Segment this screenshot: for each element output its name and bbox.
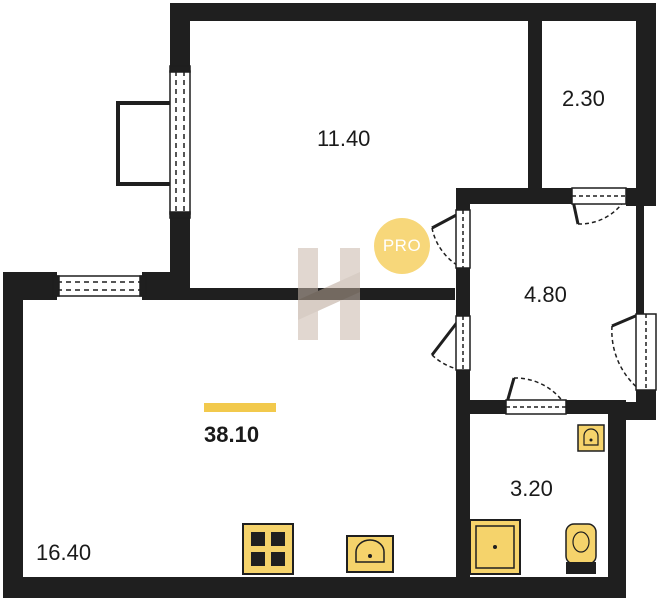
kitchen-sink-icon <box>346 535 394 573</box>
storage-area: 2.30 <box>562 86 605 111</box>
windows <box>52 65 191 297</box>
stove-icon <box>242 523 294 575</box>
shower-tray-icon <box>469 519 521 575</box>
balcony-outline <box>116 101 170 186</box>
bathroom-area: 3.20 <box>510 476 553 501</box>
pro-badge-label: PRO <box>382 236 422 255</box>
toilet-icon <box>565 523 597 574</box>
total-accent-bar <box>204 403 276 412</box>
total-area: 38.10 <box>204 422 260 447</box>
pro-badge: PRO <box>374 218 430 274</box>
walls <box>3 3 656 598</box>
hallway-area: 4.80 <box>524 282 567 307</box>
bedroom-area: 11.40 <box>317 126 371 151</box>
doors <box>430 187 657 415</box>
watermark-logo <box>298 248 360 340</box>
washbasin-icon <box>577 424 605 452</box>
room-area: 16.40 <box>36 540 92 565</box>
